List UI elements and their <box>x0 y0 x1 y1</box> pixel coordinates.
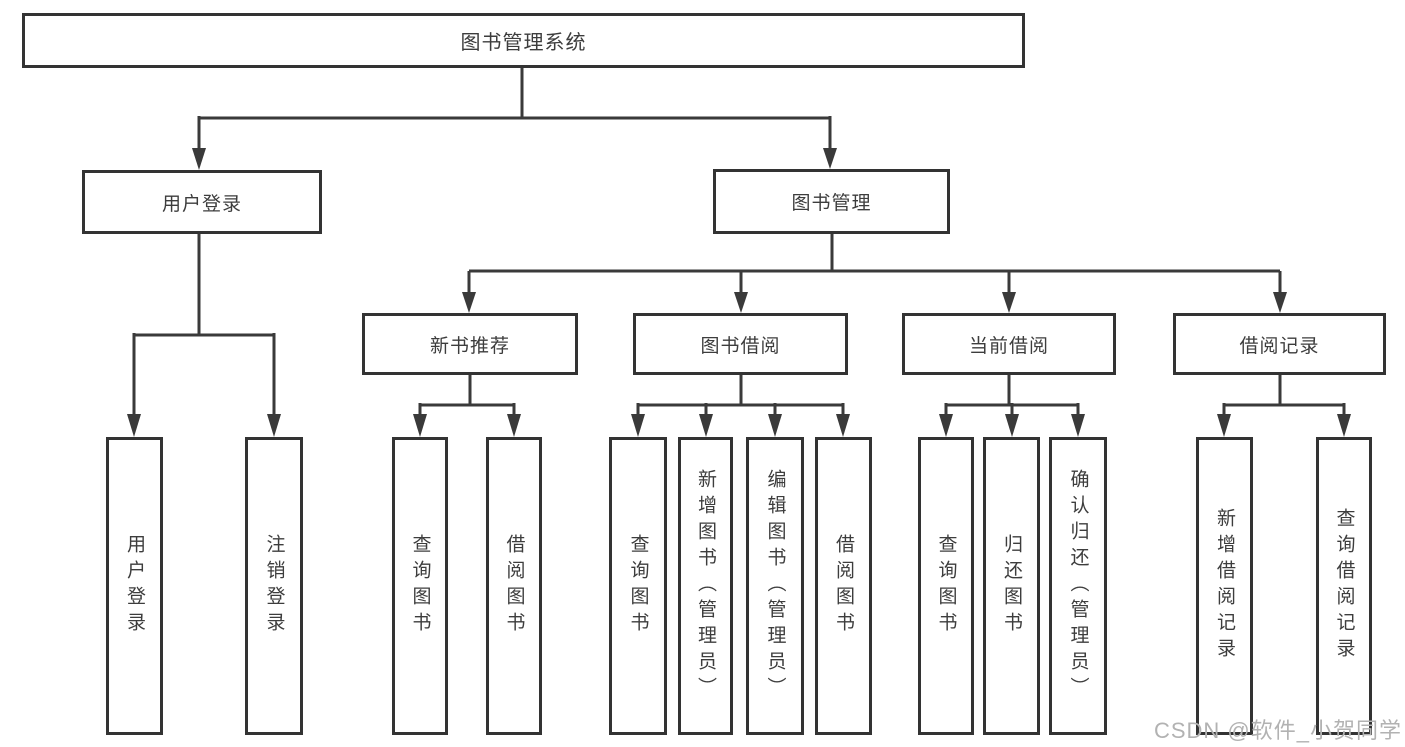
leaf-return-books: 归还图书 <box>983 437 1040 735</box>
node-module-current-borrow: 当前借阅 <box>902 313 1116 375</box>
node-module-borrow-records: 借阅记录 <box>1173 313 1386 375</box>
leaf-borrow-books: 借阅图书 <box>815 437 872 735</box>
leaf-add-borrow-record: 新增借阅记录 <box>1196 437 1253 735</box>
leaf-query-books-recommend: 查询图书 <box>392 437 448 735</box>
node-root-system: 图书管理系统 <box>22 13 1025 68</box>
leaf-logout: 注销登录 <box>245 437 303 735</box>
node-branch-book-management: 图书管理 <box>713 169 950 234</box>
leaf-user-login: 用户登录 <box>106 437 163 735</box>
leaf-borrow-books-recommend: 借阅图书 <box>486 437 542 735</box>
node-module-book-borrow: 图书借阅 <box>633 313 848 375</box>
node-module-new-book-recommend: 新书推荐 <box>362 313 578 375</box>
leaf-confirm-return-admin: 确认归还（管理员） <box>1049 437 1107 735</box>
leaf-add-books-admin: 新增图书（管理员） <box>678 437 733 735</box>
leaf-query-borrow-record: 查询借阅记录 <box>1316 437 1372 735</box>
leaf-query-books-borrow: 查询图书 <box>609 437 667 735</box>
leaf-query-books-current: 查询图书 <box>918 437 974 735</box>
leaf-edit-books-admin: 编辑图书（管理员） <box>746 437 804 735</box>
node-branch-user-login: 用户登录 <box>82 170 322 234</box>
csdn-watermark: CSDN @软件_小贺同学 <box>1153 718 1402 743</box>
